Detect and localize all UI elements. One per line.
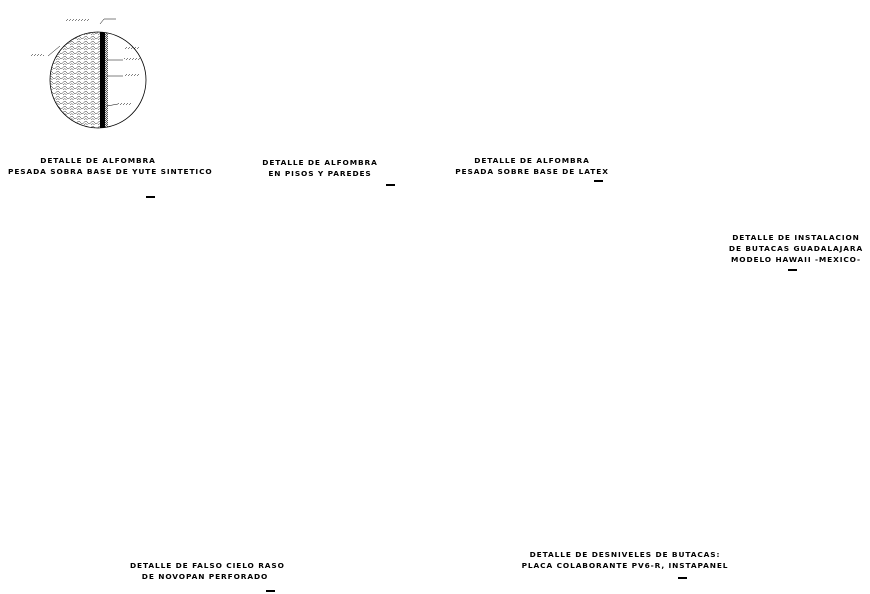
- detail-3-subtitle: PESADA SOBRE BASE DE LATEX: [455, 167, 609, 176]
- detail-2-scale-mark: [386, 184, 395, 186]
- detail-1-scale-mark: [146, 196, 155, 198]
- detail-6-subtitle: PLACA COLABORANTE PV6-R, INSTAPANEL: [521, 561, 729, 570]
- detail-2-title: DETALLE DE ALFOMBRA: [262, 158, 378, 167]
- detail-1-caption: DETALLE DE ALFOMBRA PESADA SOBRA BASE DE…: [8, 155, 213, 177]
- detail-1-drawing: [30, 18, 147, 129]
- detail-1-subtitle: PESADA SOBRA BASE DE YUTE SINTETICO: [8, 167, 213, 176]
- detail-3-scale-mark: [594, 180, 603, 182]
- detail-5-title: DETALLE DE FALSO CIELO RASO: [130, 561, 285, 570]
- detail-3-caption: DETALLE DE ALFOMBRA PESADA SOBRE BASE DE…: [442, 155, 622, 177]
- detail-4-title: DETALLE DE INSTALACION: [732, 233, 860, 242]
- detail-4-caption: DETALLE DE INSTALACION DE BUTACAS GUADAL…: [726, 232, 866, 265]
- detail-6-caption: DETALLE DE DESNIVELES DE BUTACAS: PLACA …: [520, 549, 730, 571]
- detail-5-scale-mark: [266, 590, 275, 592]
- detail-5-subtitle: DE NOVOPAN PERFORADO: [141, 572, 269, 581]
- detail-6-scale-mark: [678, 577, 687, 579]
- detail-5-caption: DETALLE DE FALSO CIELO RASO DE NOVOPAN P…: [130, 560, 285, 582]
- detail-6-title: DETALLE DE DESNIVELES DE BUTACAS:: [529, 550, 721, 559]
- detail-4-scale-mark: [788, 269, 797, 271]
- detail-4-subtitle: DE BUTACAS GUADALAJARA: [728, 244, 864, 253]
- detail-3-title: DETALLE DE ALFOMBRA: [474, 156, 590, 165]
- detail-1-title: DETALLE DE ALFOMBRA: [40, 156, 156, 165]
- detail-2-caption: DETALLE DE ALFOMBRA EN PISOS Y PAREDES: [240, 157, 400, 179]
- detail-4-model: MODELO HAWAII -MEXICO-: [731, 255, 861, 264]
- detail-2-subtitle: EN PISOS Y PAREDES: [268, 169, 372, 178]
